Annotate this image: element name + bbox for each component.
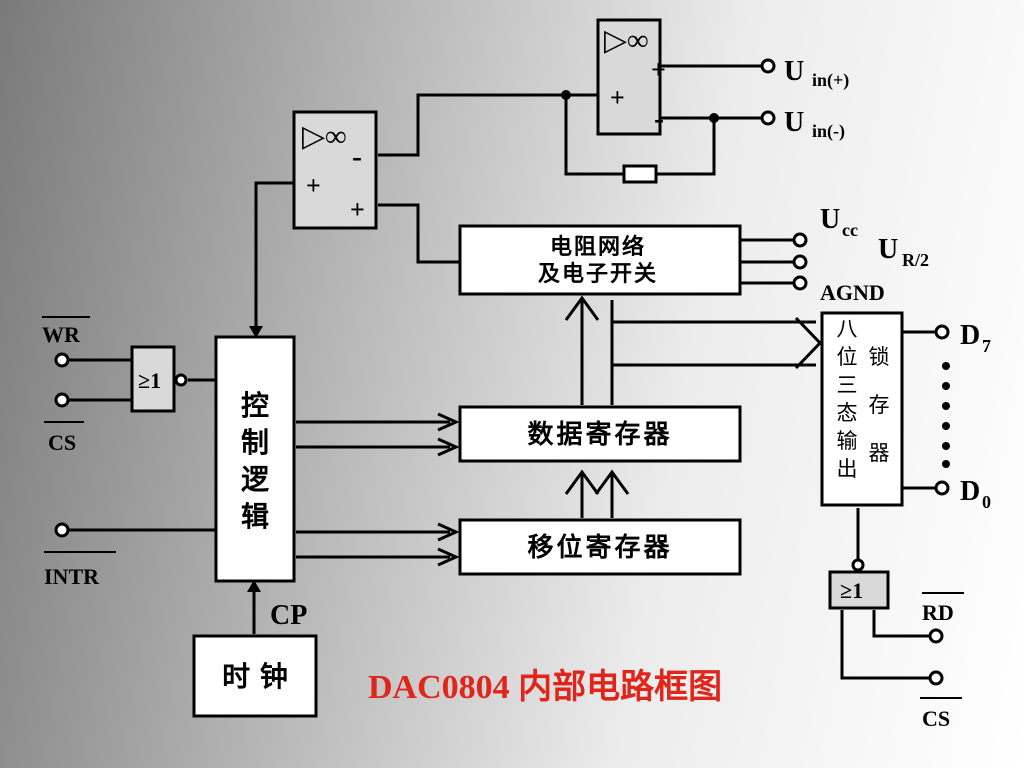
or-gate-right: ≥1	[828, 558, 890, 610]
or-gate-left: ≥1	[130, 345, 188, 413]
opamp-top: ▷∞ + + -	[596, 18, 666, 136]
plus-sign: +	[651, 55, 666, 84]
latch-char: 锁	[869, 345, 890, 369]
resistor-network-box: 电阻网络 及电子开关	[458, 224, 742, 296]
junction-dot	[709, 113, 719, 123]
latch-char: 位	[837, 345, 858, 369]
uin-minus-label: U	[784, 107, 804, 138]
latch-char: 态	[837, 401, 858, 425]
latch-char: 存	[869, 393, 890, 417]
control-logic-box: 控 制 逻 辑	[214, 335, 296, 583]
cp-label: CP	[270, 600, 307, 631]
d7-subscript: 7	[982, 336, 991, 356]
ur2-subscript: R/2	[902, 250, 929, 270]
rd-label: RD	[922, 600, 954, 625]
or-gate-symbol: ≥1	[138, 368, 161, 393]
uin-minus-subscript: in(-)	[812, 121, 845, 142]
shift-register-box: 移位寄存器	[458, 518, 742, 576]
d0-label: D	[960, 476, 980, 507]
junction-dot	[561, 90, 571, 100]
agnd-label: AGND	[820, 280, 885, 305]
clock-label: 时 钟	[222, 660, 288, 693]
resistor-network-label: 电阻网络	[550, 234, 646, 260]
shift-register-label: 移位寄存器	[527, 532, 672, 563]
cs-label-right: CS	[922, 706, 950, 731]
data-register-box: 数据寄存器	[458, 405, 742, 463]
arrowheads	[247, 295, 823, 592]
plus-sign: +	[350, 195, 365, 224]
d7-label: D	[960, 320, 980, 351]
clock-box: 时 钟	[192, 634, 318, 718]
control-logic-char: 辑	[241, 500, 269, 533]
control-logic-char: 逻	[241, 463, 270, 496]
wr-label: WR	[42, 322, 81, 347]
latch-char: 八	[837, 317, 858, 341]
opamp-symbol: ▷∞	[302, 120, 346, 153]
minus-sign: -	[352, 140, 362, 173]
output-bit-dots	[942, 362, 950, 468]
plus-sign: +	[306, 171, 321, 200]
diagram-caption: DAC0804 内部电路框图	[368, 668, 722, 706]
uin-plus-subscript: in(+)	[812, 70, 849, 91]
uin-plus-label: U	[784, 56, 804, 87]
cs-label-left: CS	[48, 430, 76, 455]
plus-sign: +	[610, 83, 625, 112]
ur2-label: U	[878, 234, 898, 265]
control-logic-char: 制	[241, 426, 269, 459]
electronic-switch-label: 及电子开关	[538, 262, 658, 287]
or-gate-symbol: ≥1	[840, 578, 863, 603]
opamp-symbol: ▷∞	[604, 24, 648, 57]
ucc-label: U	[820, 204, 840, 235]
latch-char: 输	[837, 429, 858, 453]
feedback-resistor	[622, 164, 658, 184]
data-register-label: 数据寄存器	[527, 419, 672, 450]
latch-char: 器	[869, 441, 890, 465]
wires	[68, 64, 940, 680]
control-logic-char: 控	[241, 389, 269, 422]
ucc-subscript: cc	[842, 220, 858, 240]
opamp-left: ▷∞ - + +	[292, 110, 378, 230]
latch-char: 三	[837, 373, 858, 397]
latch-char: 出	[837, 457, 858, 481]
pin-circles	[54, 58, 950, 686]
minus-sign: -	[654, 102, 664, 135]
latch-box: 八 位 三 态 输 出 锁 存 器	[820, 311, 904, 507]
intr-label: INTR	[44, 564, 100, 589]
d0-subscript: 0	[982, 492, 991, 512]
